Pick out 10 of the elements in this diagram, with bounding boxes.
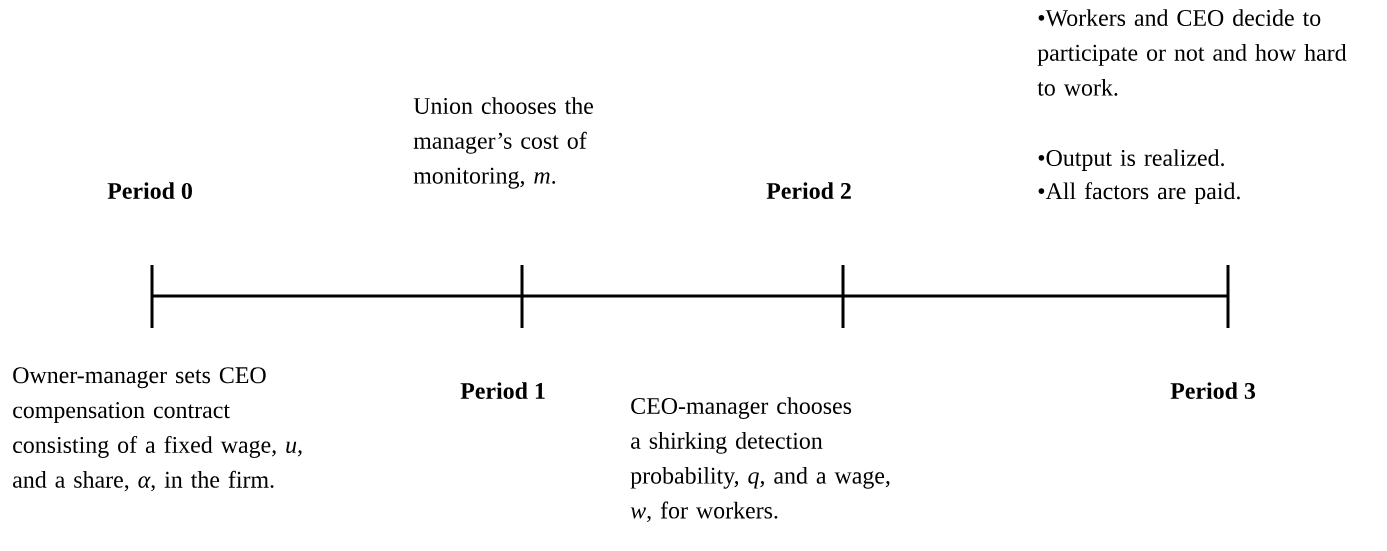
bullet-text: •Workers and CEO decide to participate or not and how hard to work. — [1037, 9, 1347, 96]
period-label: Period 2 — [766, 182, 851, 199]
bullet-text: •Output is realized. — [1038, 149, 1224, 171]
event-text: Union chooses the manager’s cost of monitoring, m. — [413, 97, 593, 189]
bullet-text: •All factors are paid. — [1038, 182, 1240, 205]
period-label: Period 1 — [460, 382, 545, 399]
event-text: CEO-manager chooses a shirking detection probability, q, and a wage, w, for workers. — [630, 397, 890, 523]
period-label: Period 0 — [107, 182, 192, 199]
period-label: Period 3 — [1170, 382, 1256, 399]
event-text: Owner-manager sets CEO compensation contract consisting of a fixed wage, u, and a share, α, in the firm. — [13, 367, 302, 492]
